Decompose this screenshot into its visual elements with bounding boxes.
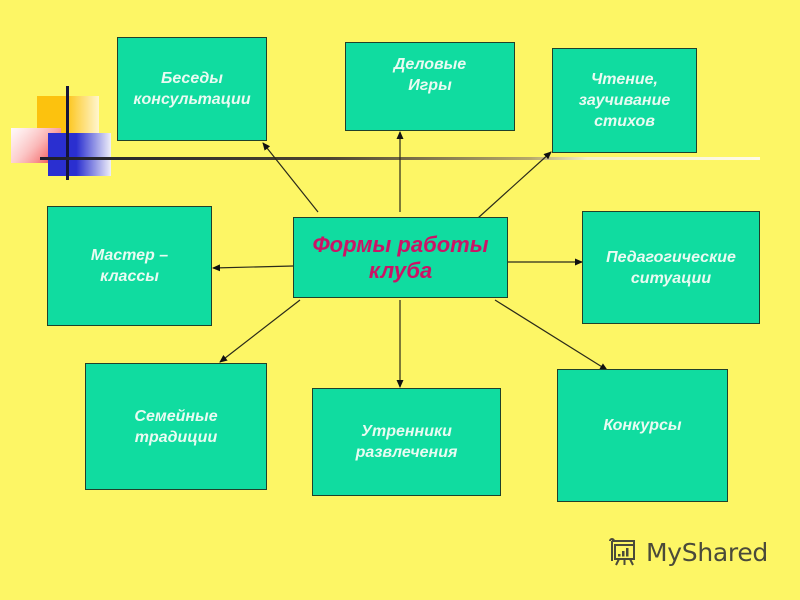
node-label: Утренники развлечения [355,423,458,461]
node-label: Деловые Игры [393,56,467,94]
node-label: Семейные традиции [134,407,218,446]
arrow-to-konkursy [494,299,608,371]
node-label: Конкурсы [603,417,682,434]
node-label: Педагогические ситуации [606,248,736,287]
node-chtenie-stikhov: Чтение, заучивание стихов [552,48,697,153]
arrow-to-chtenie [477,151,552,219]
node-utrenniki-razvlecheniya: Утренники развлечения [312,388,501,496]
node-pedagogicheskie-situatsii: Педагогические ситуации [582,211,760,324]
decorative-vertical-line [66,86,69,180]
center-node-formy-raboty-kluba: Формы работы клуба [293,217,508,298]
node-delovye-igry: Деловые Игры [345,42,515,131]
watermark: MyShared [606,535,768,569]
watermark-text: MyShared [646,537,768,567]
node-label: Чтение, заучивание стихов [578,71,671,130]
node-besedy-konsultatsii: Беседы консультации [117,37,267,141]
center-node-label: Формы работы клуба [312,231,489,283]
arrow-to-master [212,264,294,272]
node-label: Мастер – классы [90,247,169,285]
node-master-klassy: Мастер – классы [47,206,212,326]
node-konkursy: Конкурсы [557,369,728,502]
decorative-blue-square [48,133,111,176]
node-label: Беседы консультации [133,70,251,108]
arrow-to-semeinye [219,299,301,363]
presentation-board-icon [609,538,635,566]
node-semeinye-traditsii: Семейные традиции [85,363,267,490]
arrow-to-besedy [262,142,319,213]
